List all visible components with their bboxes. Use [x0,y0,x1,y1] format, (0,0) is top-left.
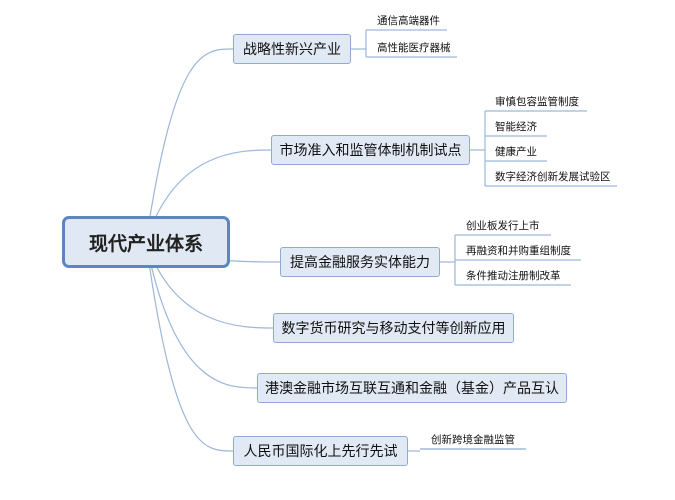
branch-node-hk-macau-finance[interactable]: 港澳金融市场互联互通和金融（基金）产品互认 [257,373,567,403]
root-branch-connector [145,48,234,243]
root-branch-connector [145,241,274,329]
leaf-node[interactable]: 数字经济创新发展试验区 [495,171,611,183]
root-branch-connector [145,241,258,389]
branch-node-strategic-industries[interactable]: 战略性新兴产业 [233,34,351,64]
leaf-node[interactable]: 健康产业 [495,146,537,158]
branch-node-rmb-internationalization[interactable]: 人民币国际化上先行先试 [233,436,408,466]
leaf-node[interactable]: 条件推动注册制改革 [466,270,561,282]
leaf-node[interactable]: 创新跨境金融监管 [431,434,515,446]
branch-node-financial-services[interactable]: 提高金融服务实体能力 [280,247,440,277]
leaf-node[interactable]: 审慎包容监管制度 [495,96,579,108]
leaf-node[interactable]: 通信高端器件 [377,15,440,27]
leaf-node[interactable]: 智能经济 [495,121,537,133]
root-branch-connector [145,241,234,452]
branch-node-digital-currency[interactable]: 数字货币研究与移动支付等创新应用 [273,313,514,343]
leaf-node[interactable]: 高性能医疗器械 [377,42,451,54]
leaf-node[interactable]: 创业板发行上市 [466,220,540,232]
branch-node-market-access[interactable]: 市场准入和监管体制机制试点 [271,135,470,165]
leaf-node[interactable]: 再融资和并购重组制度 [466,245,571,257]
root-branch-connector [145,149,272,243]
root-node[interactable]: 现代产业体系 [62,216,230,268]
